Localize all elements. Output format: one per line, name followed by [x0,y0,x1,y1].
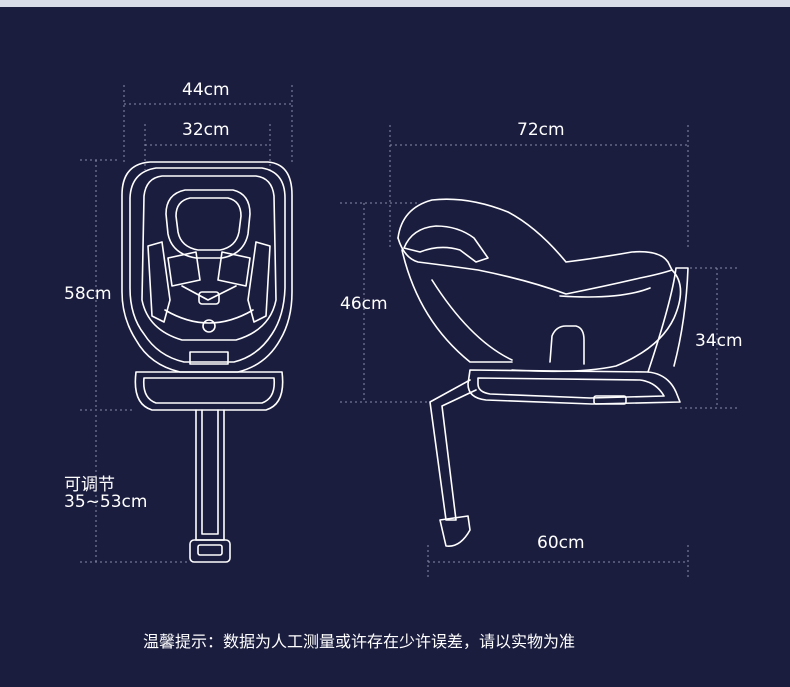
crotch-buckle [202,319,216,333]
label-width-outer: 44cm [182,80,230,100]
support-leg [195,409,225,541]
side-base-rear [647,267,689,373]
side-support-leg [429,379,477,521]
side-base-inner [477,377,665,399]
side-wing-left [147,241,171,323]
harness-pad-left [167,251,201,287]
side-seat-illustration [397,198,689,547]
label-length: 72cm [517,120,565,140]
front-shell-inner [129,167,286,363]
side-armrest [549,325,585,365]
headrest-inner [175,197,242,251]
harness-strap [181,285,237,301]
buckle [198,291,220,305]
side-shell-back [401,249,513,363]
label-adjust-range: 35~53cm [64,492,148,512]
label-height-side: 46cm [340,294,388,314]
harness-pad-right [217,251,251,287]
side-canopy-under [397,237,673,295]
label-width-inner: 32cm [182,120,230,140]
side-inner-curve [559,287,651,298]
front-base-inner [142,377,276,404]
front-backrest [141,175,277,341]
footer-note: 温馨提示：数据为人工测量或许存在少许误差，请以实物为准 [143,632,576,651]
side-isofix [593,395,627,405]
side-base [467,369,681,405]
label-adjust: 可调节 [64,475,115,495]
support-leg-inner [201,409,219,535]
side-wing-right [247,241,271,323]
label-base-length: 60cm [537,533,585,553]
label-base-height: 34cm [695,331,743,351]
side-shell-lower [431,279,513,361]
leg-foot-inner [197,544,223,556]
side-headrest-window [403,225,489,263]
leg-foot [189,539,231,563]
side-leg-foot [439,515,471,547]
label-height-front: 58cm [64,284,112,304]
front-base [134,371,284,411]
front-seat-illustration [121,161,293,563]
front-tab [189,351,229,365]
side-canopy-top [397,198,673,271]
seat-cushion [164,309,254,324]
top-strip [0,0,790,7]
headrest [165,189,251,259]
